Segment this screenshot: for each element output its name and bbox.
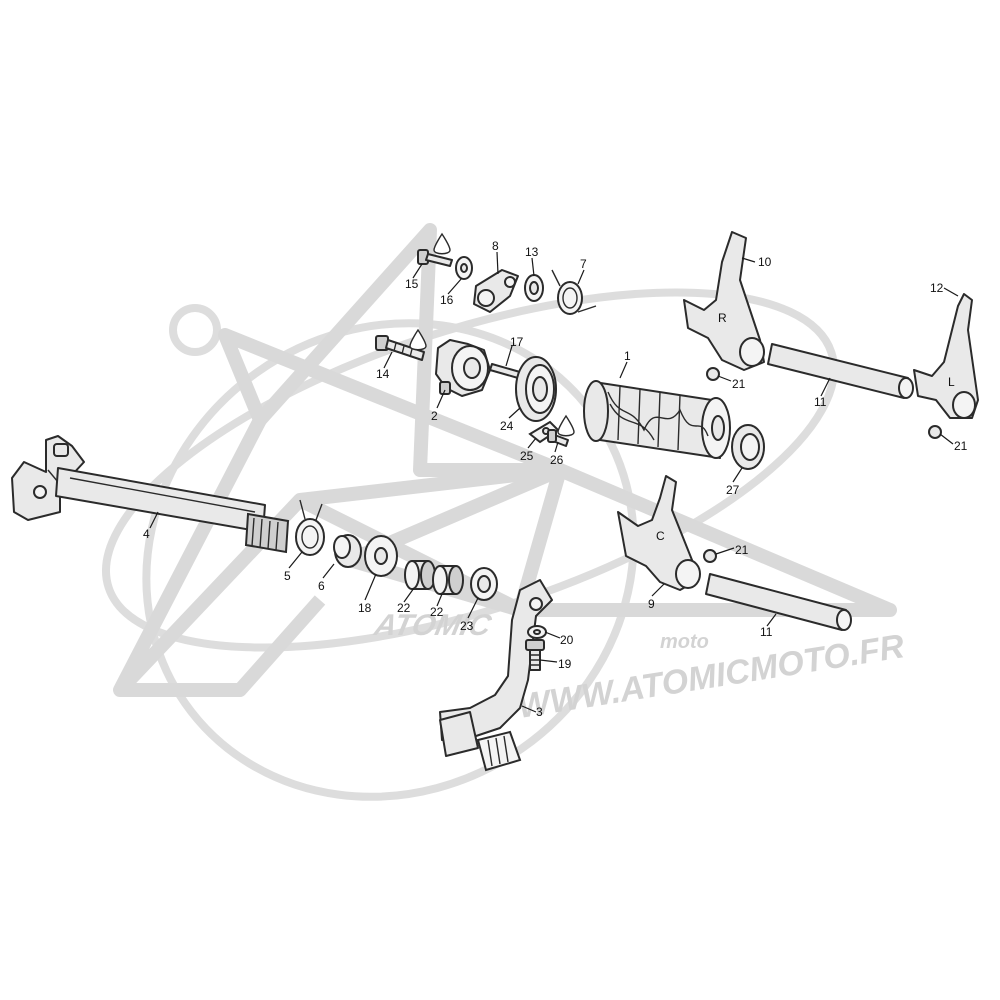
drum-bearing bbox=[731, 424, 765, 470]
callout-20: 20 bbox=[560, 633, 574, 647]
callout-14: 14 bbox=[376, 367, 390, 381]
callout-11-lower: 11 bbox=[760, 625, 773, 639]
callout-27: 27 bbox=[726, 483, 740, 497]
shift-fork-right: R bbox=[683, 231, 765, 371]
fork-mark-left: L bbox=[948, 375, 955, 389]
callout-24: 24 bbox=[500, 419, 514, 433]
callout-1: 1 bbox=[624, 349, 631, 363]
return-spring bbox=[295, 499, 325, 556]
callout-21-b: 21 bbox=[954, 439, 968, 453]
callout-12: 12 bbox=[930, 281, 944, 295]
fork-pin-a bbox=[706, 367, 720, 381]
pin-17 bbox=[489, 363, 521, 379]
callout-21-a: 21 bbox=[732, 377, 746, 391]
callout-19: 19 bbox=[558, 657, 572, 671]
gear-shift-shaft bbox=[11, 435, 290, 554]
callout-2: 2 bbox=[431, 409, 438, 423]
callout-10: 10 bbox=[758, 255, 772, 269]
watermark-logo: ATOMIC moto WWW.ATOMICMOTO.FR bbox=[102, 223, 907, 801]
shift-fork-center: C bbox=[617, 475, 701, 591]
watermark-sub: moto bbox=[660, 631, 709, 653]
fork-mark-right: R bbox=[718, 311, 727, 325]
seal-ring bbox=[470, 567, 498, 601]
callout-26: 26 bbox=[550, 453, 564, 467]
fork-pin-c bbox=[703, 549, 717, 563]
washer-18 bbox=[364, 535, 398, 577]
bolt-19 bbox=[525, 639, 545, 671]
oil-drop-icon bbox=[433, 232, 451, 255]
callout-15: 15 bbox=[405, 277, 419, 291]
callout-8: 8 bbox=[492, 239, 499, 253]
callout-11-upper: 11 bbox=[814, 395, 827, 409]
watermark-url: WWW.ATOMICMOTO.FR bbox=[515, 627, 907, 726]
callout-22-b: 22 bbox=[430, 605, 444, 619]
bolt-15 bbox=[417, 249, 453, 267]
callout-labels: 1 2 3 4 5 6 7 8 9 10 11 11 12 13 14 15 1… bbox=[143, 239, 968, 719]
callout-9: 9 bbox=[648, 597, 655, 611]
callout-23: 23 bbox=[460, 619, 474, 633]
fork-mark-center: C bbox=[656, 529, 665, 543]
fork-pin-b bbox=[928, 425, 942, 439]
oil-drop-icon bbox=[409, 328, 427, 351]
callout-18: 18 bbox=[358, 601, 372, 615]
callout-3: 3 bbox=[536, 705, 543, 719]
watermark-brand: ATOMIC bbox=[371, 609, 496, 642]
drum-cam bbox=[435, 339, 491, 397]
gear-pedal bbox=[439, 579, 553, 772]
selector-lever bbox=[473, 269, 519, 313]
collar bbox=[333, 534, 362, 568]
callout-13: 13 bbox=[525, 245, 539, 259]
callout-4: 4 bbox=[143, 527, 150, 541]
oil-drop-icon bbox=[557, 414, 575, 437]
washer-16 bbox=[455, 256, 473, 280]
shift-fork-left: L bbox=[913, 293, 979, 419]
callout-21-c: 21 bbox=[735, 543, 749, 557]
ball-bearing bbox=[515, 356, 557, 422]
callout-6: 6 bbox=[318, 579, 325, 593]
callout-22-a: 22 bbox=[397, 601, 411, 615]
fork-shaft-lower bbox=[705, 573, 852, 631]
callout-17: 17 bbox=[510, 335, 524, 349]
callout-25: 25 bbox=[520, 449, 534, 463]
callout-7: 7 bbox=[580, 257, 587, 271]
callout-5: 5 bbox=[284, 569, 291, 583]
leader-lines bbox=[149, 251, 959, 713]
callout-16: 16 bbox=[440, 293, 454, 307]
lever-spring bbox=[551, 269, 597, 315]
needle-bearing-a bbox=[404, 560, 436, 590]
shift-drum bbox=[583, 380, 731, 459]
washer-20 bbox=[527, 625, 547, 639]
screw-26 bbox=[547, 429, 569, 447]
needle-bearing-b bbox=[432, 565, 464, 595]
washer-13 bbox=[524, 274, 544, 302]
fork-shaft-upper bbox=[767, 343, 914, 399]
